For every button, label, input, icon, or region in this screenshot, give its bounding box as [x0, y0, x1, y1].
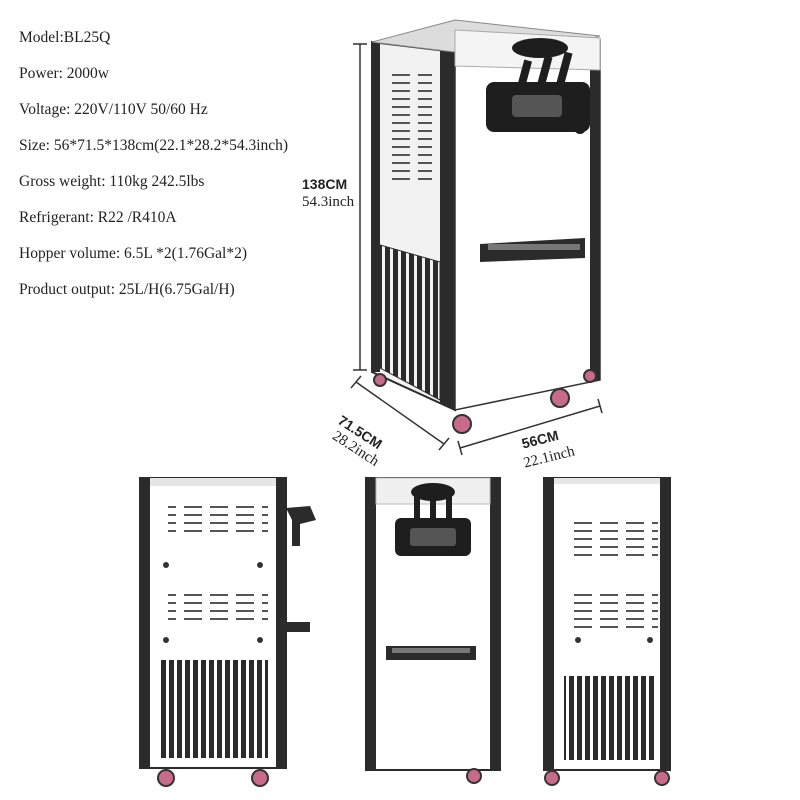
- back-view-machine: [543, 477, 671, 786]
- spec-gross-weight: Gross weight: 110kg 242.5lbs: [19, 173, 205, 190]
- dimension-lines: [350, 43, 603, 456]
- front-view-machine: [365, 477, 501, 784]
- spec-refrigerant: Refrigerant: R22 /R410A: [19, 209, 177, 226]
- height-inch-label: 54.3inch: [302, 194, 355, 210]
- side-view-machine: [139, 477, 316, 787]
- spec-hopper-volume: Hopper volume: 6.5L *2(1.76Gal*2): [19, 245, 248, 262]
- spec-model: Model:BL25Q: [19, 29, 111, 46]
- spec-voltage: Voltage: 220V/110V 50/60 Hz: [19, 101, 208, 118]
- spec-product-output: Product output: 25L/H(6.75Gal/H): [19, 281, 235, 298]
- main-machine-view: [371, 19, 601, 434]
- spec-power: Power: 2000w: [19, 65, 109, 82]
- spec-size: Size: 56*71.5*138cm(22.1*28.2*54.3inch): [19, 137, 289, 154]
- height-cm-label: 138CM: [302, 176, 348, 192]
